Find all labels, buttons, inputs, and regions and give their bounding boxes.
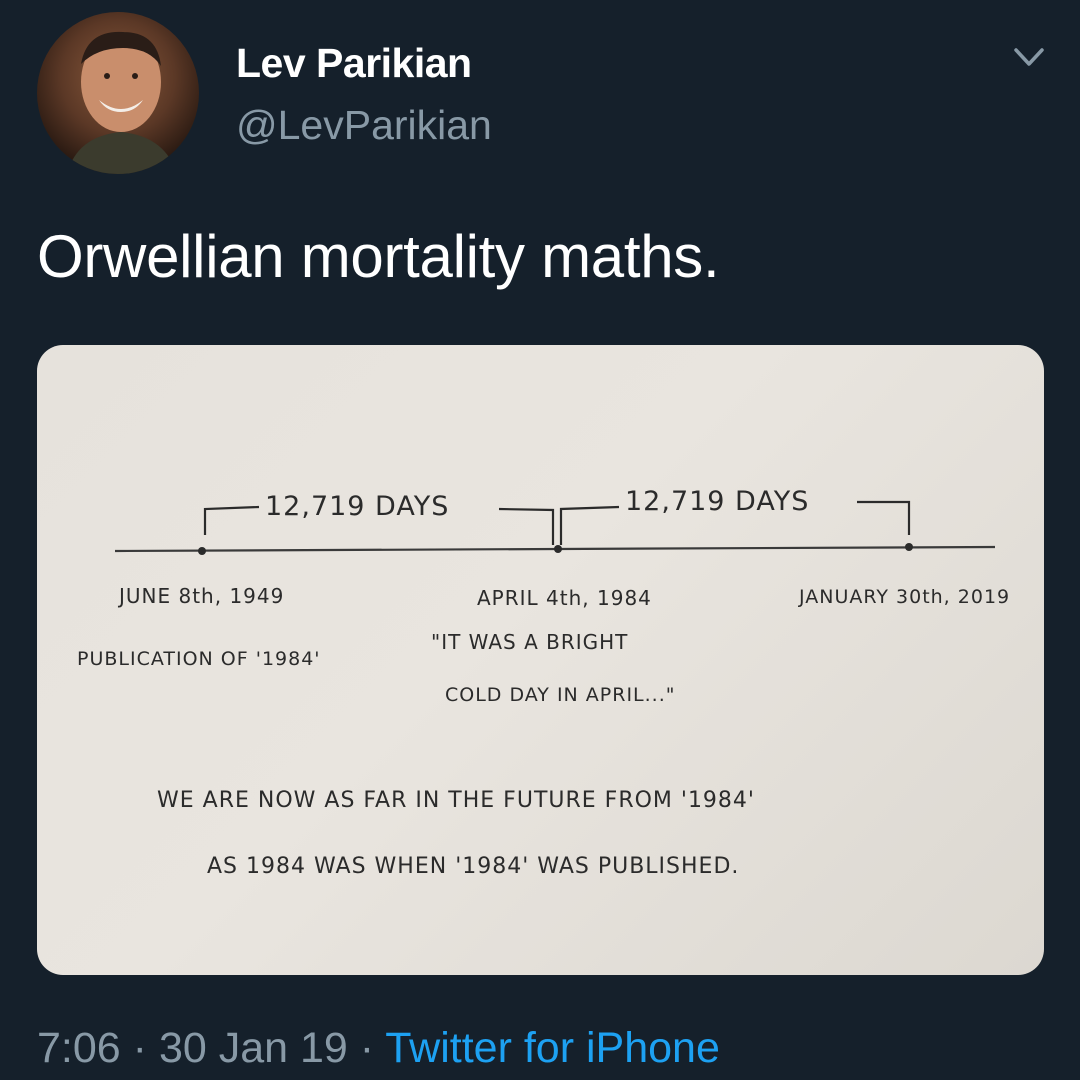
tweet-source-link[interactable]: Twitter for iPhone [385,1024,720,1072]
avatar-portrait [67,31,177,174]
handwritten-timeline: 12,719 DAYS 12,719 DAYS JUNE 8th, 1949 P… [77,486,1010,879]
date-2-quote-line1: "IT WAS A BRIGHT [431,630,628,654]
timeline-point-3 [905,543,913,551]
tweet-meta: 7:06 · 30 Jan 19 · Twitter for iPhone [37,1024,720,1073]
date-2: APRIL 4th, 1984 [477,586,652,610]
date-1-note: PUBLICATION OF '1984' [77,648,321,670]
span-right-label: 12,719 DAYS [625,486,809,517]
tweet-date[interactable]: 30 Jan 19 [158,1024,348,1072]
tweet-header: Lev Parikian @LevParikian [0,0,1080,190]
timeline-point-2 [554,545,562,553]
meta-separator: · [132,1024,147,1072]
date-3: JANUARY 30th, 2019 [798,586,1010,608]
timeline-point-1 [198,547,206,555]
conclusion-line1: WE ARE NOW AS FAR IN THE FUTURE FROM '19… [157,788,755,813]
author-display-name[interactable]: Lev Parikian [236,40,472,86]
conclusion-line2: AS 1984 WAS WHEN '1984' WAS PUBLISHED. [207,854,739,879]
span-left-label: 12,719 DAYS [265,491,449,522]
bracket-left-start [203,505,260,535]
bracket-left-end [498,507,555,545]
tweet-text: Orwellian mortality maths. [37,223,720,290]
meta-separator: · [359,1024,375,1072]
tweet-photo[interactable]: 12,719 DAYS 12,719 DAYS JUNE 8th, 1949 P… [37,345,1044,975]
author-handle[interactable]: @LevParikian [236,102,492,148]
tweet-time[interactable]: 7:06 [37,1024,121,1072]
date-2-quote-line2: COLD DAY IN APRIL..." [445,684,676,706]
bracket-right-end [857,500,911,535]
chevron-down-icon[interactable] [1006,38,1052,78]
bracket-right-start [559,505,620,545]
date-1: JUNE 8th, 1949 [117,584,284,608]
avatar[interactable] [37,12,199,174]
